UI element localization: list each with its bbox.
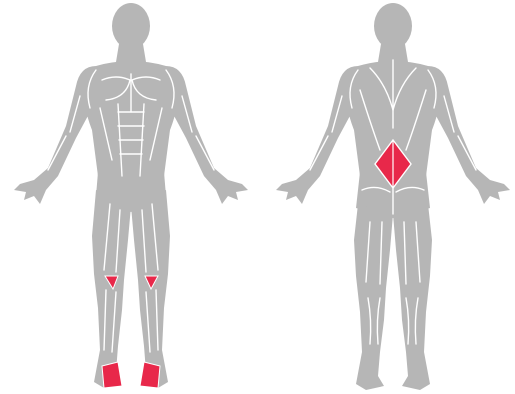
back-body-figure <box>262 0 515 394</box>
back-body-svg <box>262 0 515 394</box>
right-ankle-muscle <box>140 362 160 388</box>
front-body-silhouette <box>14 3 248 388</box>
front-body-figure <box>0 0 262 394</box>
left-ankle-muscle <box>102 362 122 388</box>
front-body-svg <box>0 0 262 394</box>
